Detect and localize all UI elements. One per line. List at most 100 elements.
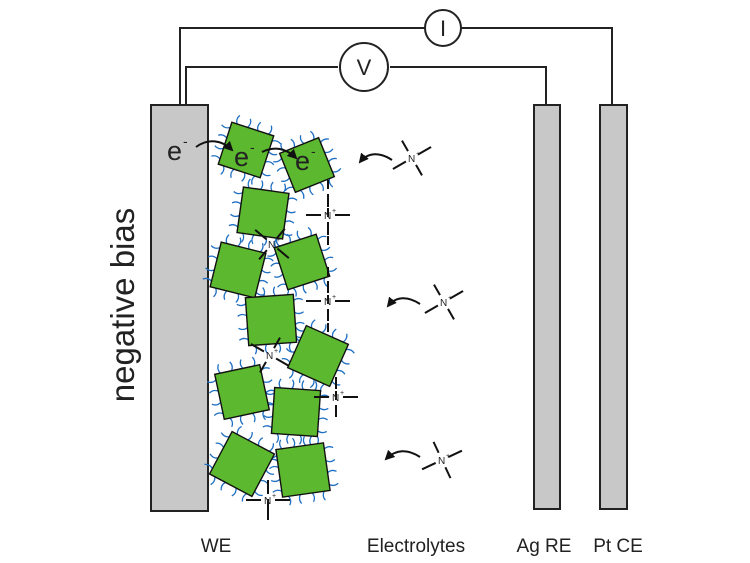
ligand-cluster [267,226,338,297]
ligand-chain [336,369,346,375]
voltmeter: V [339,42,389,92]
ligand-chain [231,201,242,205]
ligand-chain [288,369,294,379]
electrolytes-label: Electrolytes [367,536,465,557]
cation-charge: + [340,390,344,397]
ligand-chain [322,490,326,501]
ligand-cluster [273,130,342,199]
ligand-chain [323,277,328,287]
ligand-chain [259,242,264,253]
cation: N+ [392,140,432,176]
electron-transfer: e - e - e - [167,133,316,176]
ligand-chain [228,224,239,228]
ligand-chain [254,490,263,497]
ligand-chain [239,359,244,369]
ligand-chain [215,442,225,448]
ligand-chain [274,273,284,278]
ligand-chain [285,347,295,353]
ligand-chain [314,380,318,391]
ligand-chain [236,425,242,435]
ligand-chain [247,431,253,441]
ligand-chain [324,148,334,154]
electron-1: e - [167,133,188,166]
ligand-chain [270,181,274,192]
ligand-chain [251,175,256,185]
ligand-chain [202,277,212,282]
circuit-wiring [179,27,613,105]
ligand-chain [238,337,249,341]
svg-text:-: - [183,133,188,149]
svg-text:e: e [167,136,182,166]
nanocube [286,324,350,388]
ligand-chain [262,287,266,297]
ligand-chain [247,178,251,189]
cation-layer: N+N+N+N+N+N+N+N+N+ [246,140,464,520]
cation-charge: + [274,348,278,355]
ammeter: I [424,9,462,47]
ligand-chain [281,177,291,182]
ligand-chain [239,415,244,425]
ligand-chain [235,293,240,303]
ligand-chain [218,134,228,139]
ligand-chain [299,189,305,199]
ligand-chain [204,463,213,469]
ligand-chain [321,246,331,251]
electron-2: e - [234,139,255,172]
cation: N+ [306,180,350,250]
cation-symbol: N [332,393,339,404]
ligand-chain [294,311,304,315]
ligand-chain [324,256,334,261]
ligand-chain [290,138,296,148]
ligand-chain [327,267,338,272]
ligand-chain [211,155,221,160]
ligand-chain [214,145,224,150]
ligand-chain [317,235,327,240]
ligand-chain [209,389,219,394]
ligand-chain [262,410,266,421]
cation-charge: + [446,453,450,460]
ligand-chain [206,379,217,384]
cation-charge: + [332,294,336,301]
ag-re-label: Ag RE [517,536,572,557]
ligand-chain [229,361,233,371]
ligand-chain [302,284,307,294]
ligand-chain [205,267,215,272]
ligand-chain [221,124,231,129]
ligand-chain [288,495,292,506]
we-label: WE [201,536,232,557]
ligand-chain [211,401,222,406]
cation-symbol: N [438,456,445,467]
voltmeter-label: V [357,55,372,80]
ligand-chain [268,443,275,452]
cation-symbol: N [440,298,447,309]
ligand-chain [327,469,337,474]
cation: N+ [250,337,290,373]
electron-3: e - [295,143,316,176]
ligand-chain [265,469,275,475]
ligand-chain [288,342,292,353]
ligand-chain [284,186,294,192]
pt-ce-label: Pt CE [593,536,643,557]
nanocube [244,293,298,347]
ligand-chain [210,245,221,249]
ligand-chain [262,425,273,429]
ligand-cluster [211,114,282,185]
ligand-chain [293,297,303,301]
ligand-chain [229,417,234,428]
ligand-chain [291,379,295,390]
ligand-chain [213,287,217,298]
cation-charge: + [416,151,420,158]
nanocube [208,430,276,498]
ligand-chain [286,434,290,444]
ligand-chain [278,378,282,389]
ligand-chain [302,436,307,446]
working-electrode [150,104,209,512]
ligand-chain [251,356,256,367]
cation: N+ [306,267,350,335]
ligand-chain [236,114,241,125]
cation: N+ [424,284,464,320]
ligand-chain [292,287,297,297]
ligand-chain [318,407,329,411]
ligand-chain [286,233,291,243]
